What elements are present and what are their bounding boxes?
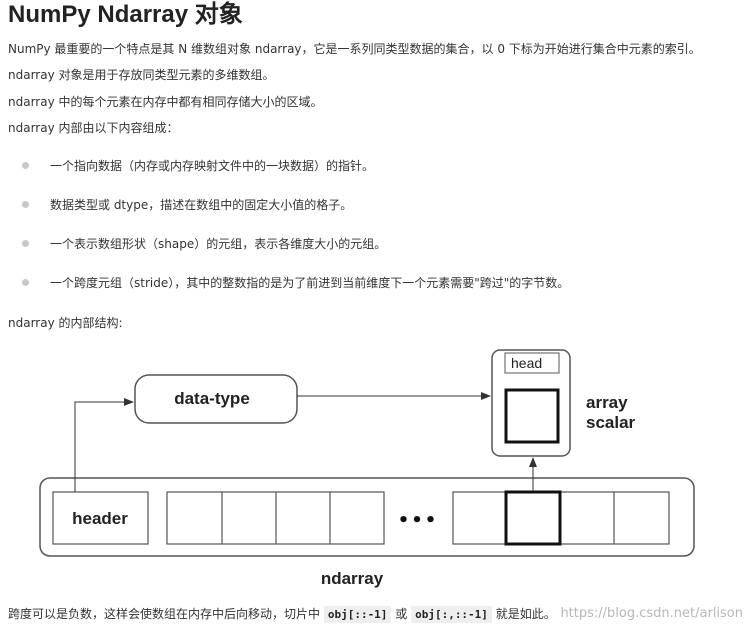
list-item-text: 一个跨度元组（stride），其中的整数指的是为了前进到当前维度下一个元素需要"…: [50, 276, 570, 290]
header-cell: [52, 491, 149, 545]
ndarray-label: ndarray: [321, 569, 384, 588]
code-column-reverse-slice: obj[:,::-1]: [411, 606, 492, 623]
data-type-label: data-type: [174, 389, 250, 408]
selected-element-cell: [504, 490, 562, 546]
footer-paragraph: 跨度可以是负数，这样会使数组在内存中后向移动，切片中 obj[::-1] 或 o…: [8, 605, 556, 624]
ellipsis: •••: [398, 510, 439, 531]
footer-text-after: 就是如此。: [491, 607, 556, 621]
header-label: header: [72, 509, 128, 528]
header-to-datatype-arrow: [74, 398, 134, 492]
head-label: head: [511, 355, 542, 371]
array-scalar-label-line2: scalar: [586, 413, 636, 432]
footer-text-before: 跨度可以是负数，这样会使数组在内存中后向移动，切片中: [8, 607, 324, 621]
scalar-cell: [504, 388, 560, 444]
data-type-box: [134, 374, 298, 424]
watermark: https://blog.csdn.net/arlison: [560, 606, 743, 621]
list-item-text: 一个指向数据（内存或内存映射文件中的一块数据）的指针。: [50, 159, 375, 173]
list-item-text: 数据类型或 dtype，描述在数组中的固定大小值的格子。: [50, 198, 353, 212]
bullet-icon: [22, 201, 29, 208]
contents-intro: ndarray 内部由以下内容组成：: [8, 121, 179, 135]
code-reverse-slice: obj[::-1]: [323, 606, 392, 623]
footer-text-middle: 或: [391, 607, 412, 621]
bullet-icon: [22, 240, 29, 247]
list-item-text: 一个表示数组形状（shape）的元组，表示各维度大小的元组。: [50, 237, 387, 251]
head-field: [504, 352, 560, 374]
array-scalar-label-line1: array: [586, 393, 628, 412]
page-title: NumPy Ndarray 对象: [8, 1, 243, 28]
intro-paragraph: NumPy 最重要的一个特点是其 N 维数组对象 ndarray，它是一系列同类…: [8, 42, 701, 56]
element-storage-description: ndarray 中的每个元素在内存中都有相同存储大小的区域。: [8, 95, 323, 109]
ndarray-description: ndarray 对象是用于存放同类型元素的多维数组。: [8, 68, 275, 82]
structure-label: ndarray 的内部结构:: [8, 316, 123, 330]
ndarray-structure-diagram: data-type head array scalar header ••• n…: [39, 349, 695, 588]
bullet-icon: [22, 279, 29, 286]
bullet-icon: [22, 162, 29, 169]
